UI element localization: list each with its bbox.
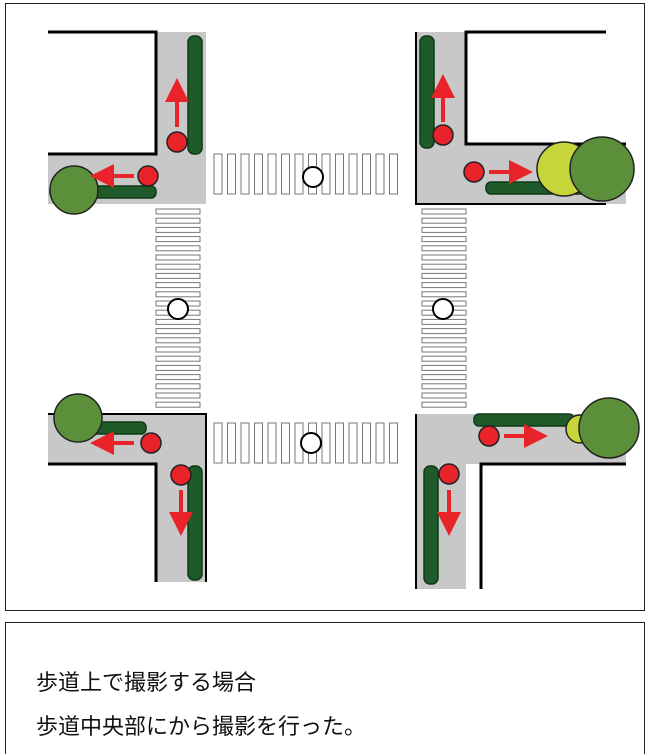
crosswalk-stripe <box>421 364 467 371</box>
crosswalk-stripe <box>155 346 201 353</box>
crosswalk-stripe <box>281 153 290 195</box>
crosswalk-stripe <box>155 245 201 252</box>
crosswalk-stripe <box>335 153 344 195</box>
crosswalk-stripe <box>155 208 201 215</box>
crosswalk-stripe <box>155 236 201 243</box>
crosswalk-stripe <box>421 263 467 270</box>
sidewalk-bottom-right <box>415 414 626 589</box>
crosswalk-stripe <box>321 422 331 464</box>
crosswalk-stripe <box>227 153 236 195</box>
camera-point-top-right-b <box>463 161 485 183</box>
camera-point-bottom-left-a <box>140 432 162 454</box>
tree-top-left <box>49 165 99 215</box>
survey-point-right <box>432 298 454 320</box>
caption-description: 歩道中央部にから撮影を行った。 <box>36 715 367 740</box>
camera-point-bottom-left-b <box>170 464 192 486</box>
crosswalk-stripe <box>267 153 277 195</box>
crosswalk-stripe <box>421 401 467 408</box>
caption-title: 歩道上で撮影する場合 <box>36 671 257 696</box>
hedges <box>49 35 587 585</box>
crosswalk-stripe <box>421 282 467 289</box>
crosswalk-stripe <box>254 153 263 195</box>
crosswalk-stripe <box>362 153 371 195</box>
crosswalk-stripe <box>213 422 223 464</box>
crosswalk-stripe <box>281 422 290 464</box>
crosswalk-stripe <box>421 245 467 252</box>
direction-arrows <box>90 74 548 536</box>
crosswalk-stripe <box>421 392 467 399</box>
crosswalk-stripe <box>375 422 385 464</box>
intersection-svg <box>48 30 640 589</box>
crosswalk-stripe <box>155 337 201 344</box>
crosswalk-stripe <box>155 355 201 362</box>
crosswalk-stripe <box>155 291 201 298</box>
caption-box: 歩道上で撮影する場合 歩道中央部にから撮影を行った。 <box>5 622 645 754</box>
survey-point-top <box>302 166 324 188</box>
crosswalk-stripe <box>375 153 385 195</box>
survey-point-left <box>167 298 189 320</box>
crosswalk-stripe <box>421 272 467 279</box>
intersection-diagram <box>5 3 645 611</box>
crosswalk-stripe <box>421 226 467 233</box>
crosswalk-stripe <box>240 153 250 195</box>
crosswalk-stripe <box>389 422 398 464</box>
camera-point-bottom-right-a <box>478 425 500 447</box>
tree-bottom-left <box>53 393 103 443</box>
crosswalk-stripe <box>389 153 398 195</box>
crosswalk-stripe <box>155 254 201 261</box>
crosswalk-left <box>155 208 201 408</box>
crosswalk-stripe <box>240 422 250 464</box>
crosswalk-stripe <box>421 217 467 224</box>
sidewalk-top-left <box>48 30 206 204</box>
crosswalk-stripe <box>155 318 201 325</box>
crosswalk-stripe <box>155 364 201 371</box>
crosswalk-stripe <box>421 291 467 298</box>
camera-point-top-right-a <box>432 124 454 146</box>
crosswalk-stripe <box>348 422 358 464</box>
crosswalk-stripe <box>155 328 201 335</box>
crosswalk-stripe <box>421 346 467 353</box>
camera-point-bottom-right-b <box>438 463 460 485</box>
crosswalk-stripe <box>155 217 201 224</box>
hedge-top-right-vertical <box>419 35 435 149</box>
crosswalk-stripe <box>213 153 223 195</box>
crosswalk-stripe <box>421 383 467 390</box>
crosswalk-stripe <box>362 422 371 464</box>
tree-top-right <box>569 136 635 202</box>
crosswalk-stripe <box>421 318 467 325</box>
crosswalk-stripe <box>254 422 263 464</box>
crosswalk-stripe <box>421 208 467 215</box>
crosswalk-stripe <box>155 226 201 233</box>
crosswalk-stripe <box>421 328 467 335</box>
survey-points <box>167 166 454 454</box>
crosswalk-stripe <box>348 153 358 195</box>
crosswalk-stripe <box>155 383 201 390</box>
crosswalk-stripe <box>421 236 467 243</box>
hedge-top-left-vertical <box>187 35 203 155</box>
hedge-bottom-right-vertical <box>423 465 439 585</box>
crosswalk-stripe <box>294 153 304 195</box>
crosswalk-stripe <box>155 263 201 270</box>
crosswalk-stripe <box>421 374 467 381</box>
crosswalk-stripe <box>155 282 201 289</box>
crosswalk-stripe <box>155 374 201 381</box>
crosswalk-stripe <box>421 337 467 344</box>
tree-bottom-right <box>578 397 640 459</box>
crosswalk-stripe <box>155 392 201 399</box>
crosswalk-stripe <box>155 272 201 279</box>
trees <box>49 136 640 459</box>
survey-point-bottom <box>300 432 322 454</box>
crosswalk-stripe <box>421 254 467 261</box>
hedge-bottom-left-vertical <box>187 465 203 581</box>
camera-point-top-left-b <box>137 165 159 187</box>
crosswalk-stripe <box>335 422 344 464</box>
crosswalk-stripe <box>227 422 236 464</box>
camera-point-top-left-a <box>166 131 188 153</box>
crosswalk-stripe <box>267 422 277 464</box>
hedge-bottom-right-horizontal <box>473 413 575 427</box>
crosswalk-stripe <box>421 355 467 362</box>
crosswalk-stripe <box>155 401 201 408</box>
camera-points <box>137 124 500 486</box>
